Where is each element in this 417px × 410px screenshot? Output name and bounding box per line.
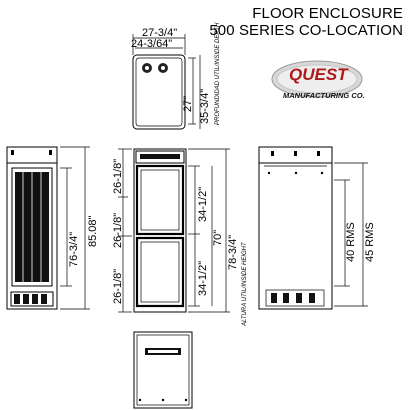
rear-view-outline xyxy=(258,146,333,310)
dim-top-outer-width: 27-3/4" xyxy=(142,27,177,39)
quest-logo: QUEST MANUFACTURING CO. xyxy=(271,60,365,100)
dim-front-door-upper: 34-1/2" xyxy=(197,187,209,222)
front-view-outline xyxy=(133,148,187,313)
bottom-view xyxy=(133,331,193,409)
dim-top-depth-inner: 27" xyxy=(182,96,194,112)
dim-front-section-lower: 26-1/8" xyxy=(112,269,124,304)
logo-name: QUEST xyxy=(289,65,349,84)
title-line-1: FLOOR ENCLOSURE xyxy=(252,5,403,22)
note-inside-depth: PROFUNDIDAD UTIL/INSIDE DEPTH xyxy=(215,22,221,125)
note-inside-height: ALTURA UTIL/INSIDE HEIGHT xyxy=(242,241,248,327)
dim-side-outer-height: 85.08" xyxy=(87,215,99,247)
top-view: 27-3/4" 24-3/64" 27" 35-3/4" PROFUNDIDAD… xyxy=(131,22,221,130)
dim-rear-rms-outer: 45 RMS xyxy=(364,222,376,262)
rear-view: 40 RMS 45 RMS xyxy=(258,146,376,310)
dim-front-section-upper: 26-1/8" xyxy=(112,159,124,194)
top-view-outline xyxy=(132,54,186,130)
dim-rear-rms-inner: 40 RMS xyxy=(345,222,357,262)
dim-front-door-lower: 34-1/2" xyxy=(197,261,209,296)
front-view: 26-1/8" 26-1/8" 26-1/8" 34-1/2" 34-1/2" … xyxy=(112,148,248,327)
side-view: 76-3/4" 85.08" xyxy=(6,146,99,310)
dim-front-outer-height: 78-3/4" xyxy=(227,235,239,270)
bottom-view-outline xyxy=(133,331,193,409)
dim-front-inner-height: 70" xyxy=(212,230,224,246)
dim-top-inner-width: 24-3/64" xyxy=(131,38,172,50)
dim-side-inner-height: 76-3/4" xyxy=(68,232,80,267)
title-line-2: 500 SERIES CO-LOCATION xyxy=(209,22,403,39)
dim-front-section-middle: 26-1/8" xyxy=(112,213,124,248)
logo-subtitle: MANUFACTURING CO. xyxy=(283,91,365,100)
dim-top-depth-outer: 35-3/4" xyxy=(199,89,211,124)
